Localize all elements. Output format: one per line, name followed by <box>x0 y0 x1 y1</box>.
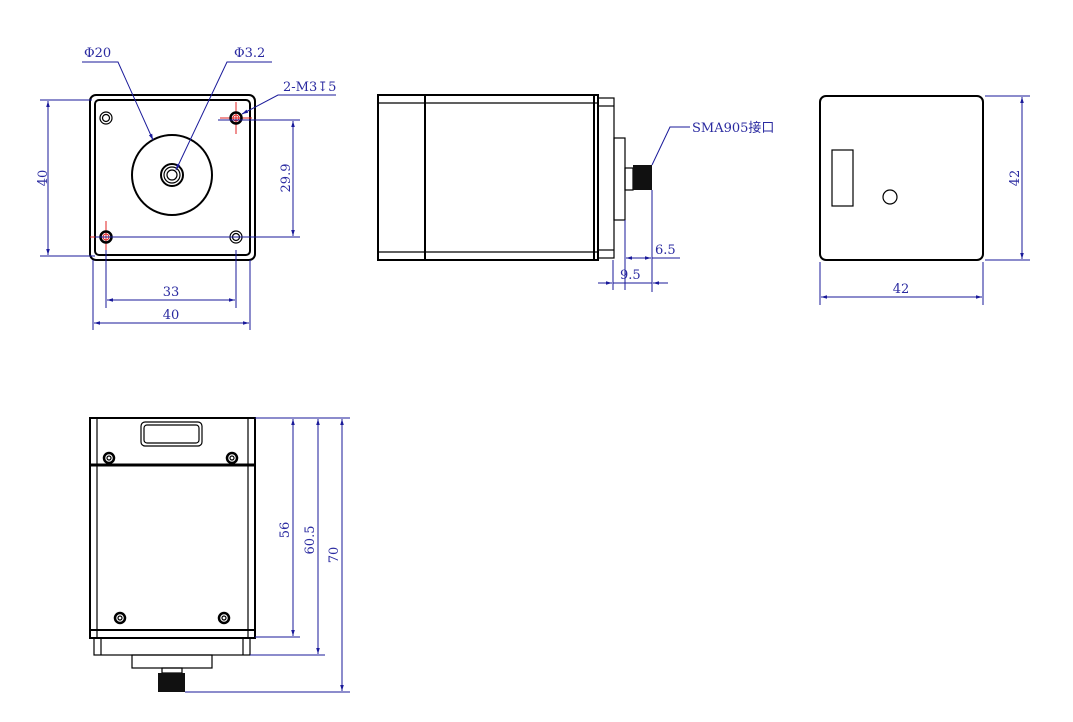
dim-protrusion-label: 9.5 <box>620 268 641 283</box>
rear-body <box>819 95 984 261</box>
dim-connector-label: 6.5 <box>655 243 676 258</box>
bottom-slot <box>140 421 203 447</box>
dim-hole-v-label: 29.9 <box>279 164 294 193</box>
front-view: 40 29.9 33 40 Φ20 Φ3.2 2-M3↧5 <box>36 46 336 330</box>
side-view: 6.5 9.5 SMA905接口 <box>377 94 774 292</box>
dim-hole-h-label: 33 <box>163 285 180 300</box>
bottom-connector <box>158 673 185 692</box>
rear-height-label: 42 <box>1008 170 1023 187</box>
sma-connector <box>633 165 652 190</box>
side-flange <box>613 137 626 221</box>
front-inner-outline <box>94 99 251 256</box>
front-outer-outline <box>89 94 256 261</box>
mount-hole-top-left <box>99 111 113 125</box>
rear-width-label: 42 <box>893 282 910 297</box>
side-step <box>597 97 615 259</box>
rear-slot <box>831 149 854 207</box>
rear-view: 42 42 <box>819 95 1030 305</box>
dim-with-flange-label: 60.5 <box>303 526 318 555</box>
dim-body-label: 56 <box>278 522 293 539</box>
bottom-screws <box>102 451 239 625</box>
flange-circle <box>131 134 213 216</box>
thread-label: 2-M3↧5 <box>283 80 336 95</box>
fiber-port <box>160 163 184 187</box>
dia-fiber-label: Φ3.2 <box>234 46 265 61</box>
dim-width-label: 40 <box>163 308 180 323</box>
bottom-body <box>89 417 256 639</box>
thread-hole-top-right <box>220 102 252 134</box>
bottom-view: 56 60.5 70 <box>89 417 350 693</box>
dia-flange-label: Φ20 <box>84 46 111 61</box>
dim-total-label: 70 <box>327 547 342 564</box>
sma-connector-label: SMA905接口 <box>692 120 774 136</box>
dim-height-label: 40 <box>36 170 51 187</box>
rear-hole <box>882 189 898 205</box>
side-body <box>377 94 599 261</box>
